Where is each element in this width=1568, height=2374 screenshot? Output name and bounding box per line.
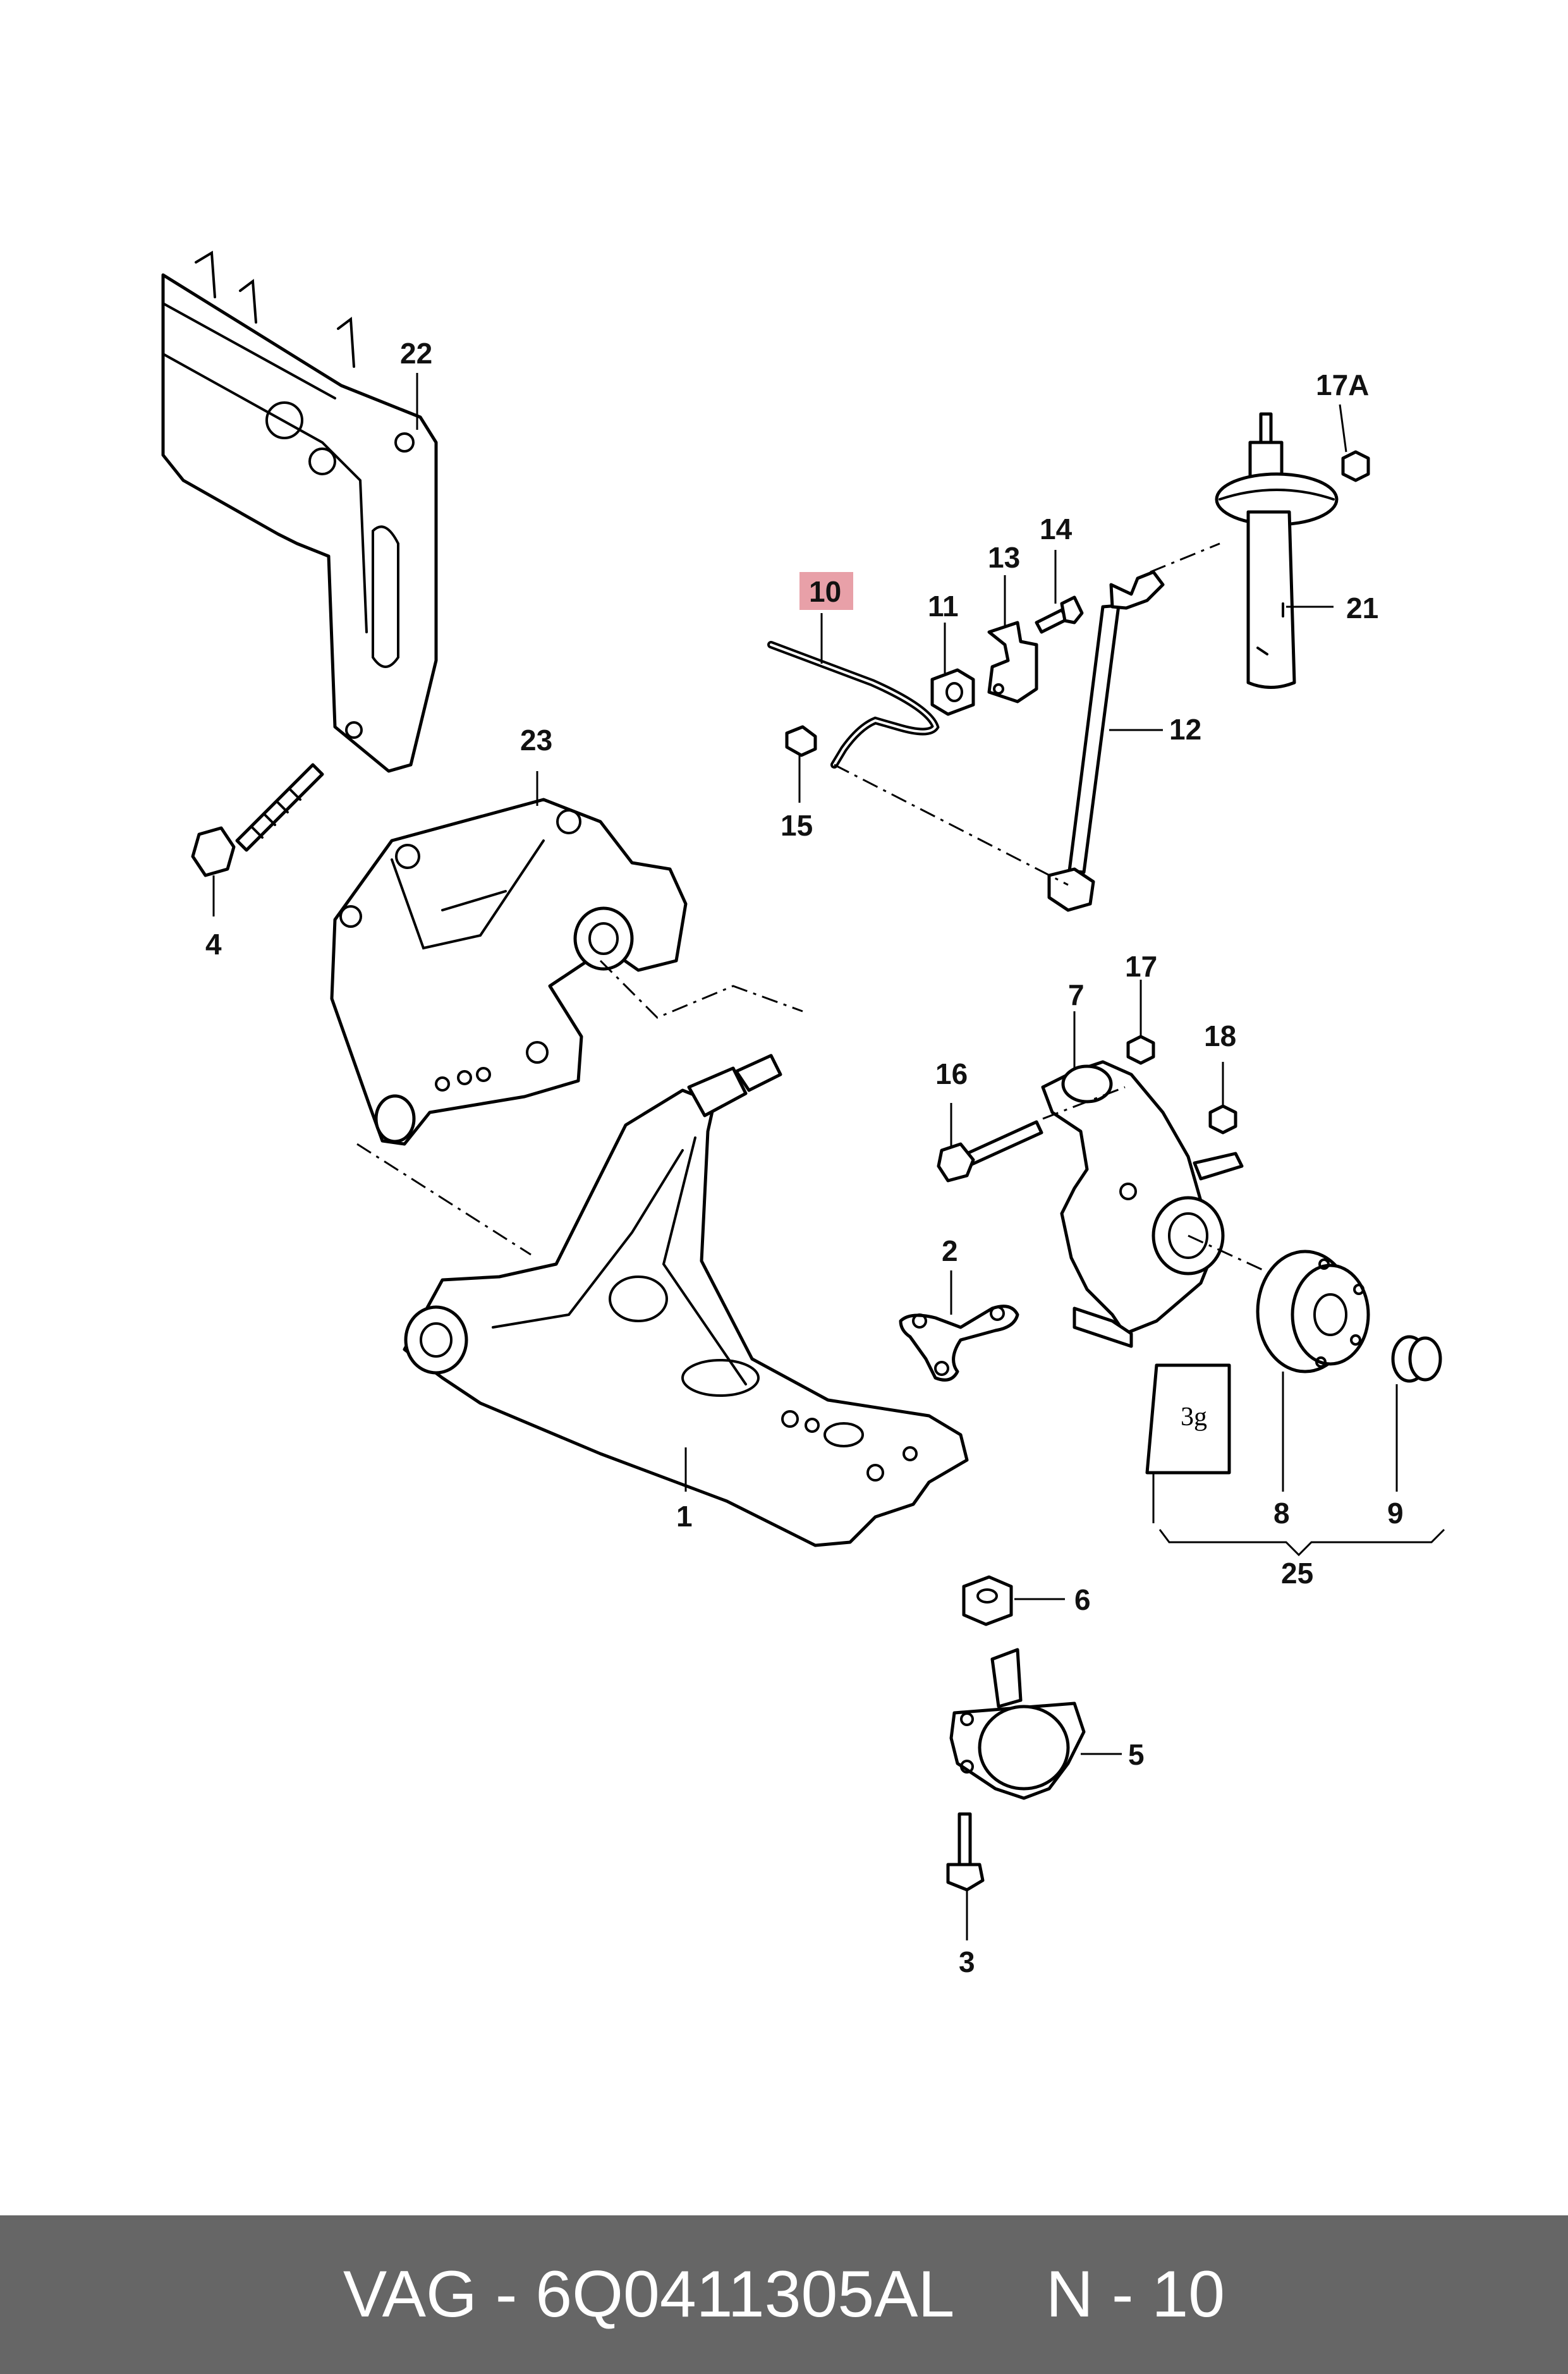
footer-separator: - — [477, 2258, 536, 2331]
callout-17a: 17A — [1316, 368, 1369, 401]
callout-4: 4 — [205, 928, 222, 961]
footer-gap — [954, 2257, 1045, 2332]
callout-3: 3 — [959, 1945, 975, 1978]
footer-bar: VAG - 6Q0411305AL N - 10 — [0, 2215, 1568, 2374]
callout-14: 14 — [1040, 513, 1073, 545]
callout-25: 25 — [1281, 1557, 1313, 1590]
part-22-subframe — [161, 250, 438, 773]
callout-23: 23 — [520, 724, 552, 757]
leader-lines — [212, 373, 1445, 1940]
callout-9: 9 — [1387, 1497, 1404, 1530]
part-18-nut — [1208, 1104, 1237, 1135]
part-13-clamp — [987, 621, 1038, 703]
part-17-nut — [1126, 1035, 1155, 1065]
part-10-stabilizer-bar — [767, 641, 940, 769]
part-8-wheel-hub — [1256, 1250, 1370, 1373]
callout-21: 21 — [1346, 592, 1378, 624]
grease-pack: 3g — [1145, 1363, 1231, 1475]
part-12-coupling-rod — [1047, 570, 1165, 912]
part-1-control-arm — [403, 1054, 969, 1547]
callout-16: 16 — [935, 1057, 968, 1090]
callout-15: 15 — [781, 809, 813, 842]
part-2-plate — [899, 1305, 1019, 1382]
footer-position-label: N - 10 — [1045, 2258, 1225, 2331]
footer-brand: VAG — [343, 2258, 477, 2331]
part-9-cap — [1391, 1335, 1442, 1383]
callout-17: 17 — [1125, 950, 1157, 983]
part-5-ball-joint — [949, 1648, 1086, 1800]
callout-11: 11 — [928, 590, 959, 623]
footer-part-number: 6Q0411305AL — [535, 2258, 955, 2331]
callout-10-highlight — [799, 572, 853, 610]
part-21-shock-absorber — [1215, 412, 1339, 689]
callout-18: 18 — [1204, 1020, 1236, 1052]
part-6-nut — [962, 1575, 1013, 1626]
callout-6: 6 — [1074, 1583, 1091, 1616]
part-15-nut — [785, 725, 817, 757]
callout-10: 10 — [809, 575, 841, 608]
callout-labels: 1 2 3 4 5 6 7 8 9 10 11 12 13 14 15 16 1… — [205, 337, 1404, 1978]
callout-22: 22 — [400, 337, 432, 370]
part-16-bolt — [937, 1120, 1043, 1183]
callout-8: 8 — [1273, 1497, 1290, 1530]
part-14-bolt — [1035, 595, 1084, 634]
callout-13: 13 — [988, 541, 1020, 574]
callout-12: 12 — [1169, 713, 1201, 746]
callout-7: 7 — [1068, 978, 1085, 1011]
assembly-lines — [356, 542, 1265, 1272]
part-11-bush — [930, 668, 975, 716]
callout-5: 5 — [1128, 1738, 1145, 1771]
grease-pack-label: 3g — [1181, 1403, 1207, 1432]
part-3-bolt — [946, 1812, 985, 1892]
part-17a-nut — [1341, 450, 1370, 482]
part-23-bracket — [330, 798, 688, 1146]
exploded-parts-diagram: 3g — [161, 250, 1445, 1978]
callout-2: 2 — [942, 1234, 958, 1267]
callout-1: 1 — [676, 1500, 693, 1533]
part-4-bolt — [191, 763, 324, 877]
part-7-wheel-bearing-housing — [1041, 1060, 1244, 1348]
